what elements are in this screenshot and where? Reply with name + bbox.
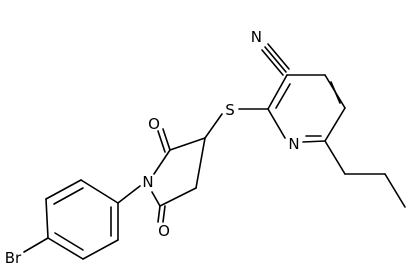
sulfur-label: S <box>225 101 235 119</box>
bromine-label: Br <box>5 249 22 265</box>
pyridine-ring <box>267 74 346 143</box>
carbonyl-oxygen-top-label: O <box>148 115 160 133</box>
nitrile-triple-bond <box>261 43 290 76</box>
thioether-bonds <box>204 108 269 139</box>
carbonyl-top <box>157 128 171 153</box>
n-aryl-bond <box>117 185 141 204</box>
benzene-ring <box>45 179 119 260</box>
succinimide-ring <box>151 137 206 207</box>
pyridine-nitrogen-label: N <box>288 135 299 153</box>
nitrile-nitrogen-label: N <box>251 28 262 46</box>
propyl-chain <box>324 140 406 208</box>
carbonyl-oxygen-bottom-label: O <box>158 222 170 240</box>
imide-nitrogen-label: N <box>142 173 153 191</box>
carbon-bromine-bond <box>23 237 49 253</box>
carbonyl-bottom <box>157 205 166 223</box>
